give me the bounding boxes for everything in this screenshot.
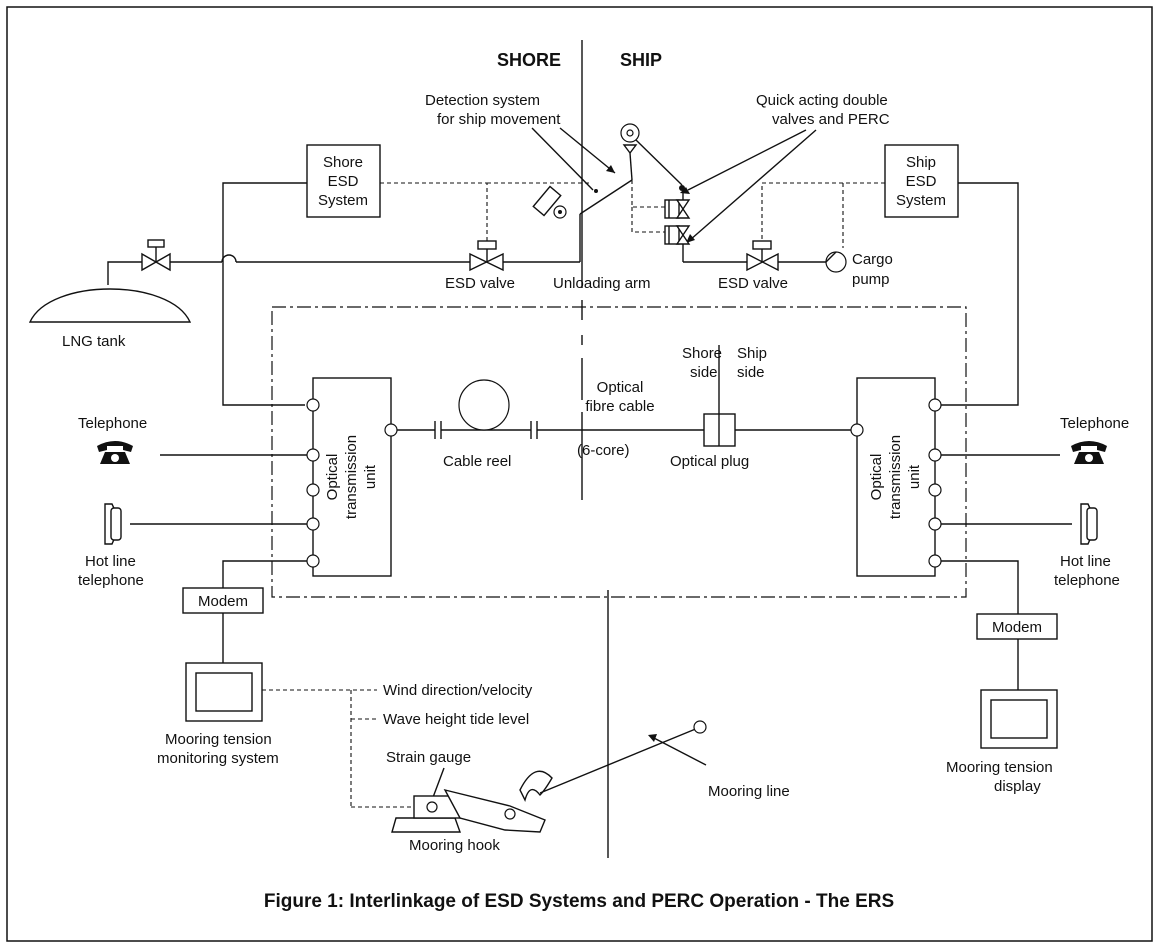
shore-esd-control-line	[380, 182, 488, 248]
hotline-telephone-icon	[104, 503, 122, 545]
figure-caption: Figure 1: Interlinkage of ESD Systems an…	[264, 891, 894, 912]
lng-tank	[28, 288, 192, 323]
mooring-line-label: Mooring line	[708, 783, 790, 800]
ship-hotline-label-line1: Hot line	[1060, 553, 1111, 570]
detection-pointer	[531, 127, 594, 191]
ship-modem-label: Modem	[992, 619, 1042, 636]
optical-fibre-label-line1: Optical	[597, 379, 644, 396]
svg-text:unit: unit	[906, 464, 923, 489]
ship-heading: SHIP	[620, 50, 662, 70]
detection-sensor-icon	[532, 185, 567, 219]
shore-hotline-label-line2: telephone	[78, 572, 144, 589]
wind-label: Wind direction/velocity	[383, 682, 533, 699]
ship-modem-box	[976, 613, 1058, 640]
svg-text:Optical: Optical	[324, 454, 341, 501]
mtd-label-line2: display	[994, 778, 1041, 795]
svg-text:transmission: transmission	[343, 435, 360, 519]
optical-fibre-label-line2: fibre cable	[585, 398, 654, 415]
shore-optical-transmission-unit	[312, 377, 392, 577]
shore-esd-system-box	[306, 144, 381, 218]
shore-heading: SHORE	[497, 50, 561, 70]
ship-esd-valve-label: ESD valve	[718, 275, 788, 292]
shore-esd-valve-icon	[469, 240, 504, 272]
svg-text:Shore: Shore	[323, 154, 363, 171]
ship-telephone-label: Telephone	[1060, 415, 1129, 432]
mooring-hook-label: Mooring hook	[409, 837, 500, 854]
cable-reel-icon	[458, 379, 510, 431]
wave-label: Wave height tide level	[383, 711, 529, 728]
telephone-icon	[97, 441, 133, 464]
perc-double-valves-icon	[664, 190, 691, 262]
outer-frame	[6, 6, 1153, 942]
svg-text:Ship: Ship	[906, 154, 936, 171]
quick-pointer-2	[689, 129, 817, 241]
detection-label-line2: for ship movement	[437, 111, 561, 128]
hotline-telephone-icon	[1080, 503, 1098, 545]
ship-hotline-label-line2: telephone	[1054, 572, 1120, 589]
shore-esd-valve-label: ESD valve	[445, 275, 515, 292]
svg-text:ESD: ESD	[328, 173, 359, 190]
monitor-icon	[185, 662, 263, 722]
shore-hotline-label-line1: Hot line	[85, 553, 136, 570]
svg-text:System: System	[896, 192, 946, 209]
ship-side-label-line2: side	[737, 364, 765, 381]
quick-pointer-1	[687, 129, 807, 191]
mts-label-line2: monitoring system	[157, 750, 279, 767]
optical-plug-label: Optical plug	[670, 453, 749, 470]
detection-label-line1: Detection system	[425, 92, 540, 109]
six-core-label: (6-core)	[577, 442, 630, 459]
svg-text:ESD: ESD	[906, 173, 937, 190]
shore-side-label-line2: side	[690, 364, 718, 381]
ship-optical-transmission-unit	[856, 377, 936, 577]
ship-esd-valve-icon	[746, 240, 779, 272]
svg-text:Optical: Optical	[868, 454, 885, 501]
shore-modem-box	[182, 587, 264, 614]
cable-reel-label: Cable reel	[443, 453, 511, 470]
ship-esd-system-box	[884, 144, 959, 218]
ship-esd-link	[937, 182, 1019, 406]
shore-side-label-line1: Shore	[682, 345, 722, 362]
strain-gauge-label: Strain gauge	[386, 749, 471, 766]
shore-telephone-label: Telephone	[78, 415, 147, 432]
tank-valve-icon	[141, 239, 171, 272]
mooring-line	[539, 727, 699, 794]
cargo-pump-icon	[825, 251, 847, 273]
mooring-hook	[391, 770, 553, 833]
unloading-arm	[579, 123, 685, 215]
cargo-pump-label-line1: Cargo	[852, 251, 893, 268]
ship-esd-control-line	[761, 182, 885, 248]
quick-label-line2: valves and PERC	[772, 111, 890, 128]
svg-text:transmission: transmission	[887, 435, 904, 519]
ers-boundary	[271, 306, 967, 598]
monitor-icon	[980, 689, 1058, 749]
svg-text:unit: unit	[362, 464, 379, 489]
telephone-icon	[1071, 441, 1107, 464]
lng-tank-label: LNG tank	[62, 333, 126, 350]
svg-text:System: System	[318, 192, 368, 209]
unloading-arm-label: Unloading arm	[553, 275, 651, 292]
quick-label-line1: Quick acting double	[756, 92, 888, 109]
mts-label-line1: Mooring tension	[165, 731, 272, 748]
mtd-label-line1: Mooring tension	[946, 759, 1053, 776]
shore-esd-link	[222, 182, 307, 406]
shore-modem-label: Modem	[198, 593, 248, 610]
ship-side-label-line1: Ship	[737, 345, 767, 362]
cargo-pump-label-line2: pump	[852, 271, 890, 288]
